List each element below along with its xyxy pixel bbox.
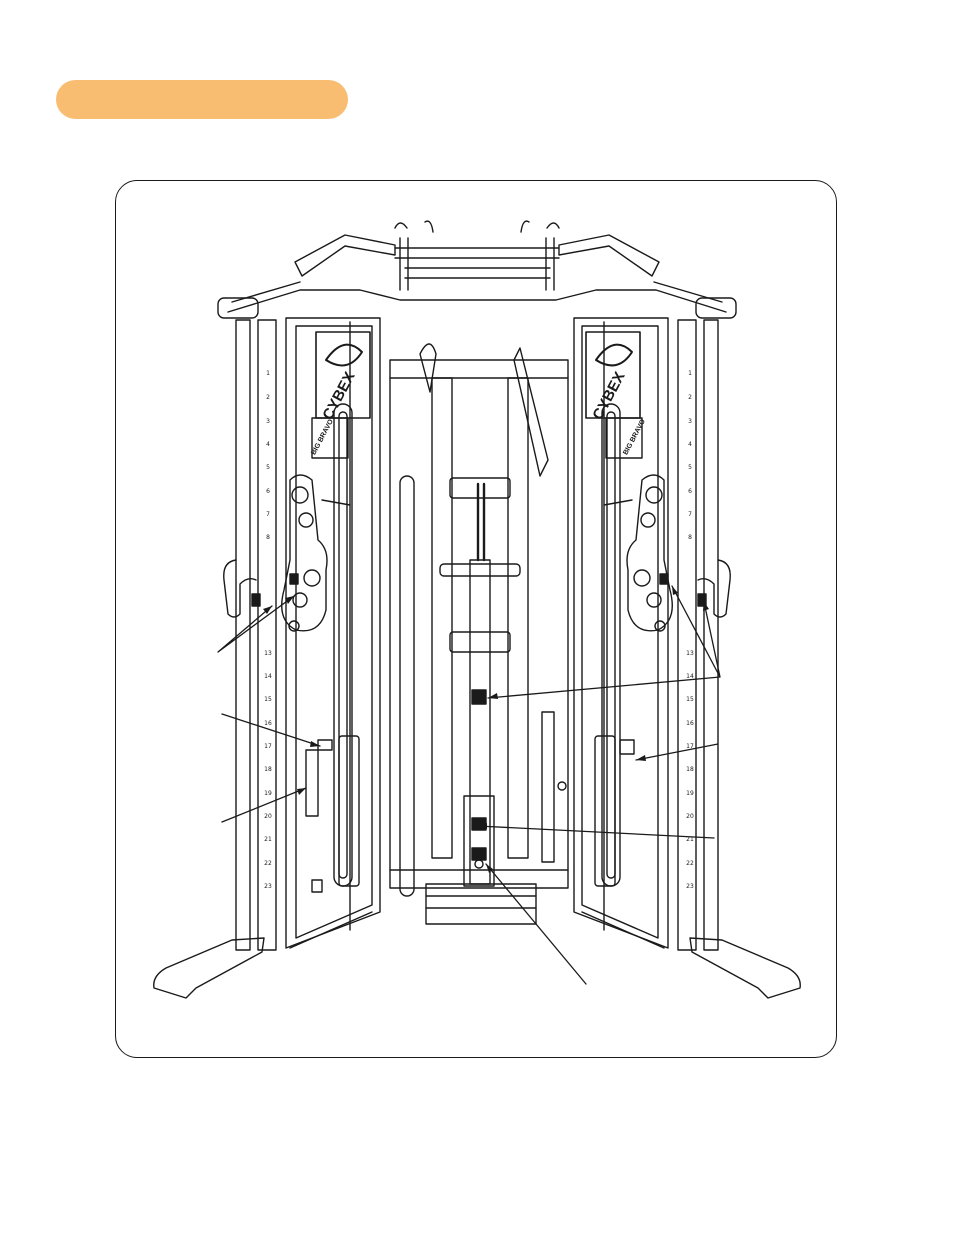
left-scale-mark: 2	[266, 394, 270, 401]
left-scale-mark: 18	[264, 766, 272, 773]
right-scale-mark: 17	[686, 743, 694, 750]
right-scale-mark: 2	[688, 394, 692, 401]
right-tower	[573, 297, 801, 999]
left-model-label: BIG BRAVO	[310, 418, 335, 456]
right-scale-mark: 6	[688, 488, 692, 495]
left-scale-mark: 14	[264, 673, 272, 680]
left-scale-mark: 21	[264, 836, 272, 843]
right-cybex-logo: CYBEX	[589, 369, 628, 423]
left-scale-mark: 17	[264, 743, 272, 750]
left-scale-mark: 3	[266, 418, 270, 425]
center-rack	[389, 343, 569, 925]
pullup-bar	[227, 220, 727, 313]
right-model-label: BIG BRAVO	[622, 418, 647, 456]
left-scale-mark: 6	[266, 488, 270, 495]
diagram-frame	[115, 180, 837, 1058]
right-scale-mark: 23	[686, 883, 694, 890]
right-scale-mark: 14	[686, 673, 694, 680]
left-scale-mark: 4	[266, 441, 270, 448]
left-tower	[153, 297, 381, 999]
right-scale-mark: 21	[686, 836, 694, 843]
right-scale-mark: 3	[688, 418, 692, 425]
right-scale-mark: 18	[686, 766, 694, 773]
left-scale-mark: 8	[266, 534, 270, 541]
section-header-pill	[56, 80, 348, 119]
left-scale-mark: 15	[264, 696, 272, 703]
left-scale-mark: 16	[264, 720, 272, 727]
left-scale-mark: 7	[266, 511, 270, 518]
right-scale-mark: 16	[686, 720, 694, 727]
left-logo-plate: CYBEX	[319, 343, 363, 423]
right-scale-mark: 20	[686, 813, 694, 820]
right-scale-mark: 5	[688, 464, 692, 471]
left-scale-mark: 1	[266, 370, 270, 377]
left-scale-mark: 5	[266, 464, 270, 471]
left-scale-mark: 23	[264, 883, 272, 890]
right-scale-mark: 13	[686, 650, 694, 657]
right-scale-mark: 8	[688, 534, 692, 541]
callout-leaders	[217, 585, 721, 985]
right-scale-mark: 7	[688, 511, 692, 518]
right-scale-mark: 15	[686, 696, 694, 703]
callout-arrowheads	[263, 586, 709, 873]
left-scale-mark: 13	[264, 650, 272, 657]
right-scale-mark: 1	[688, 370, 692, 377]
left-scale-mark: 22	[264, 860, 272, 867]
right-scale-mark: 4	[688, 441, 692, 448]
right-logo-plate: CYBEX	[589, 343, 633, 423]
right-scale-mark: 19	[686, 790, 694, 797]
right-scale-mark: 22	[686, 860, 694, 867]
left-scale-mark: 19	[264, 790, 272, 797]
left-scale-mark: 20	[264, 813, 272, 820]
